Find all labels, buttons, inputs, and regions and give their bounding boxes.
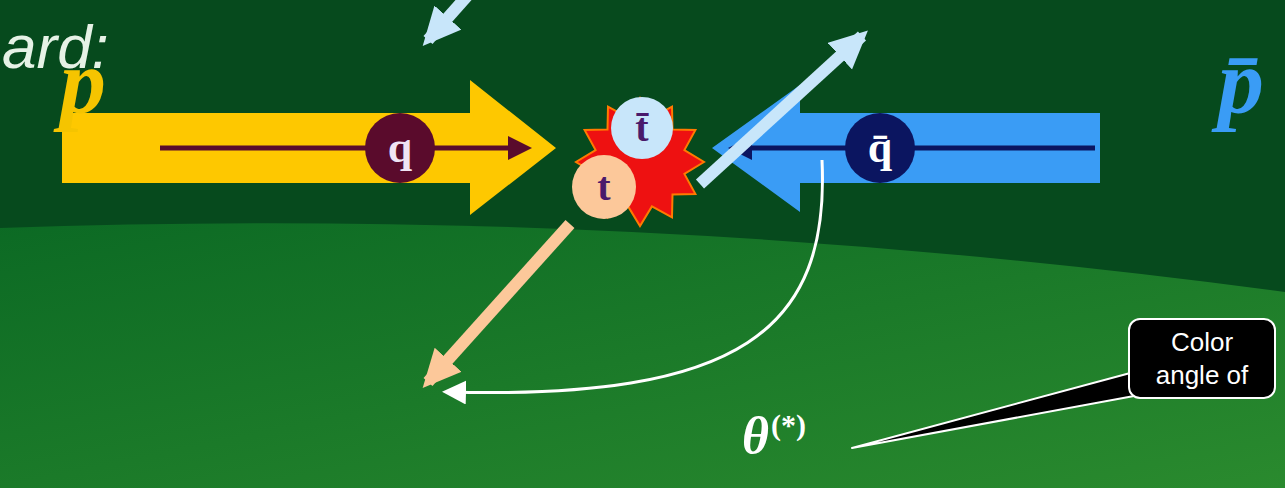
recoil-arrow — [428, 0, 476, 40]
antiquark-circle: q̄ — [845, 113, 915, 183]
lower-band — [0, 223, 1285, 488]
proton-beam-arrow — [62, 80, 556, 215]
antiproton-beam-arrow — [712, 85, 1100, 212]
particle-symbol: t — [597, 167, 610, 207]
antitop-circle: t̄ — [611, 97, 673, 159]
angle-superscript: (*) — [771, 410, 806, 440]
top-circle: t — [572, 155, 636, 219]
callout-text: Color angle of — [1142, 326, 1262, 391]
angle-symbol: θ — [742, 410, 769, 462]
particle-symbol: q̄ — [868, 126, 892, 170]
particle-symbol: t̄ — [635, 108, 648, 148]
antitop-direction-arrow — [700, 36, 862, 184]
proton-symbol: p — [60, 36, 106, 128]
antiproton-symbol: p̄ — [1218, 36, 1264, 128]
quark-arrow — [160, 146, 512, 151]
angle-arc — [448, 160, 822, 393]
callout-pointer — [852, 372, 1134, 448]
particle-symbol: q — [388, 126, 412, 170]
antiquark-arrow — [748, 146, 1095, 151]
quark-circle: q — [365, 113, 435, 183]
callout-box: Color angle of — [1128, 318, 1276, 399]
top-direction-arrow — [428, 224, 570, 382]
